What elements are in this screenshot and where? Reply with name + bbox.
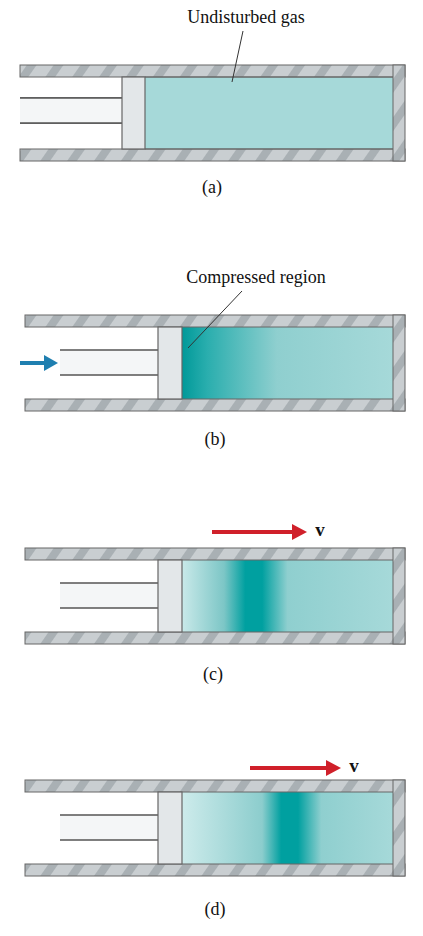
- velocity-arrow: [212, 524, 307, 540]
- tube-b: [25, 315, 405, 411]
- velocity-symbol: v: [315, 520, 325, 541]
- leader-line: [188, 291, 242, 348]
- callout-label: Compressed region: [186, 268, 325, 288]
- callout-label: Undisturbed gas: [187, 8, 304, 28]
- panel-label: (a): [202, 178, 222, 198]
- tube-a: [20, 65, 405, 161]
- leader-line: [232, 31, 243, 82]
- tube-d: [25, 780, 405, 876]
- velocity-arrow: [250, 760, 341, 776]
- velocity-symbol: v: [349, 756, 359, 777]
- panel-label: (b): [205, 430, 226, 450]
- tube-c: [25, 548, 405, 644]
- panel-label: (d): [205, 900, 226, 920]
- push-arrow: [20, 355, 58, 371]
- panel-label: (c): [203, 665, 223, 685]
